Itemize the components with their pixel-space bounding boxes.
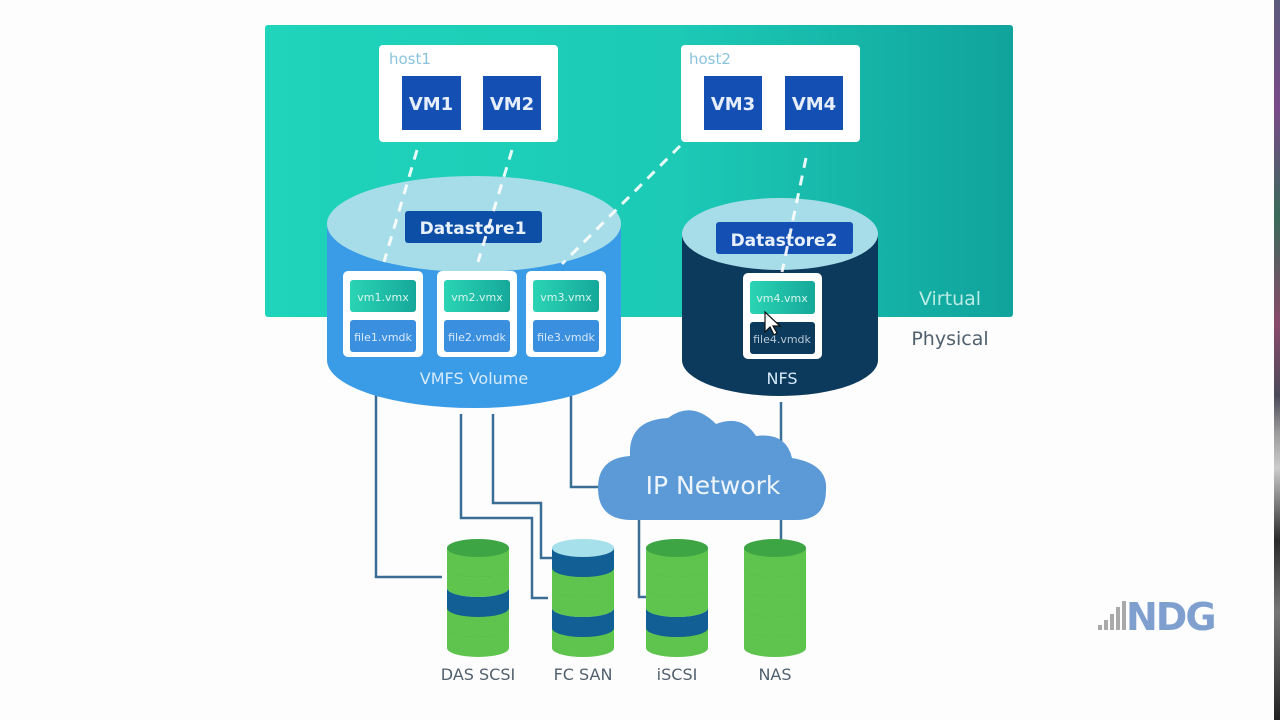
cables — [374, 390, 783, 600]
vmx-file-2: vm2.vmx — [451, 291, 503, 304]
cable-ip-network — [569, 396, 604, 489]
host-1[interactable]: host1 VM1 VM2 — [379, 45, 558, 142]
vm-files-3[interactable]: vm3.vmx file3.vmdk — [526, 271, 606, 357]
datastore-1[interactable]: Datastore1 vm1.vmx file1.vmdk vm2.vmx fi… — [327, 176, 621, 408]
link-vm2 — [476, 149, 514, 263]
vmfs-volume-label: VMFS Volume — [420, 369, 528, 388]
vm-3[interactable]: VM3 — [704, 76, 762, 130]
vm-3-label: VM3 — [711, 94, 755, 115]
database-icon — [447, 539, 509, 657]
cable-das-scsi — [374, 390, 442, 579]
mouse-cursor-icon — [764, 310, 782, 336]
cable-iscsi — [637, 520, 648, 599]
cable-fc-san-b — [491, 414, 552, 560]
disk-segment-top — [744, 539, 806, 557]
datastore-1-label-box — [405, 211, 542, 243]
vm-1-label: VM1 — [409, 94, 453, 115]
disk-segment-top — [646, 539, 708, 557]
vmx-file-3: vm3.vmx — [540, 291, 592, 304]
vm-4[interactable]: VM4 — [785, 76, 843, 130]
host-2-label: host2 — [689, 50, 731, 68]
link-vm3 — [560, 144, 682, 266]
physical-label: Physical — [911, 328, 988, 350]
database-icon — [552, 539, 614, 657]
ip-network-cloud[interactable]: IP Network — [598, 410, 827, 520]
virtual-label: Virtual — [919, 288, 981, 310]
vm-file-links — [382, 144, 808, 273]
storage-das-scsi[interactable]: DAS SCSI — [441, 539, 515, 684]
datastore-2-label: Datastore2 — [731, 231, 838, 251]
link-vm4 — [780, 157, 808, 273]
vmdk-file-3: file3.vmdk — [537, 331, 595, 344]
storage-fc-san[interactable]: FC SAN — [552, 539, 614, 684]
vmdk-file-4: file4.vmdk — [753, 333, 811, 346]
cable-fc-san-a — [459, 414, 548, 600]
storage-nas[interactable]: NAS — [744, 539, 806, 684]
disk-segment-top — [552, 539, 614, 557]
cloud-icon — [598, 410, 827, 520]
ip-network-label: IP Network — [646, 471, 781, 500]
datastore-1-label: Datastore1 — [420, 219, 527, 239]
datastore-2[interactable]: Datastore2 vm4.vmx file4.vmdk NFS — [682, 198, 878, 396]
ndg-logo-text: NDG — [1126, 595, 1215, 631]
vm-2[interactable]: VM2 — [483, 76, 541, 130]
screen-edge-artifact — [1274, 0, 1280, 720]
storage-iscsi[interactable]: iSCSI — [646, 539, 708, 684]
disk-segment-top — [447, 539, 509, 557]
nfs-label: NFS — [766, 369, 797, 388]
vmdk-file-2: file2.vmdk — [448, 331, 506, 344]
storage-label-iscsi: iSCSI — [657, 665, 698, 684]
link-vm1 — [382, 149, 419, 263]
ndg-logo: NDG — [1098, 595, 1228, 639]
storage-label-nas: NAS — [758, 665, 791, 684]
storage-label-das-scsi: DAS SCSI — [441, 665, 515, 684]
database-icon — [646, 539, 708, 657]
signal-bars-icon — [1098, 601, 1126, 630]
vm-1[interactable]: VM1 — [402, 76, 461, 130]
vm-files-4[interactable]: vm4.vmx file4.vmdk — [743, 273, 822, 359]
vm-4-label: VM4 — [792, 94, 836, 115]
host-1-label: host1 — [389, 50, 431, 68]
vm-files-2[interactable]: vm2.vmx file2.vmdk — [437, 271, 517, 357]
storage-label-fc-san: FC SAN — [554, 665, 613, 684]
datastore-2-label-box — [716, 222, 853, 254]
vm-files-1[interactable]: vm1.vmx file1.vmdk — [343, 271, 423, 357]
vmx-file-1: vm1.vmx — [357, 291, 409, 304]
vm-2-label: VM2 — [490, 94, 534, 115]
vmdk-file-1: file1.vmdk — [354, 331, 412, 344]
host-2[interactable]: host2 VM3 VM4 — [681, 45, 860, 142]
database-icon — [744, 539, 806, 657]
vmx-file-4: vm4.vmx — [756, 292, 808, 305]
